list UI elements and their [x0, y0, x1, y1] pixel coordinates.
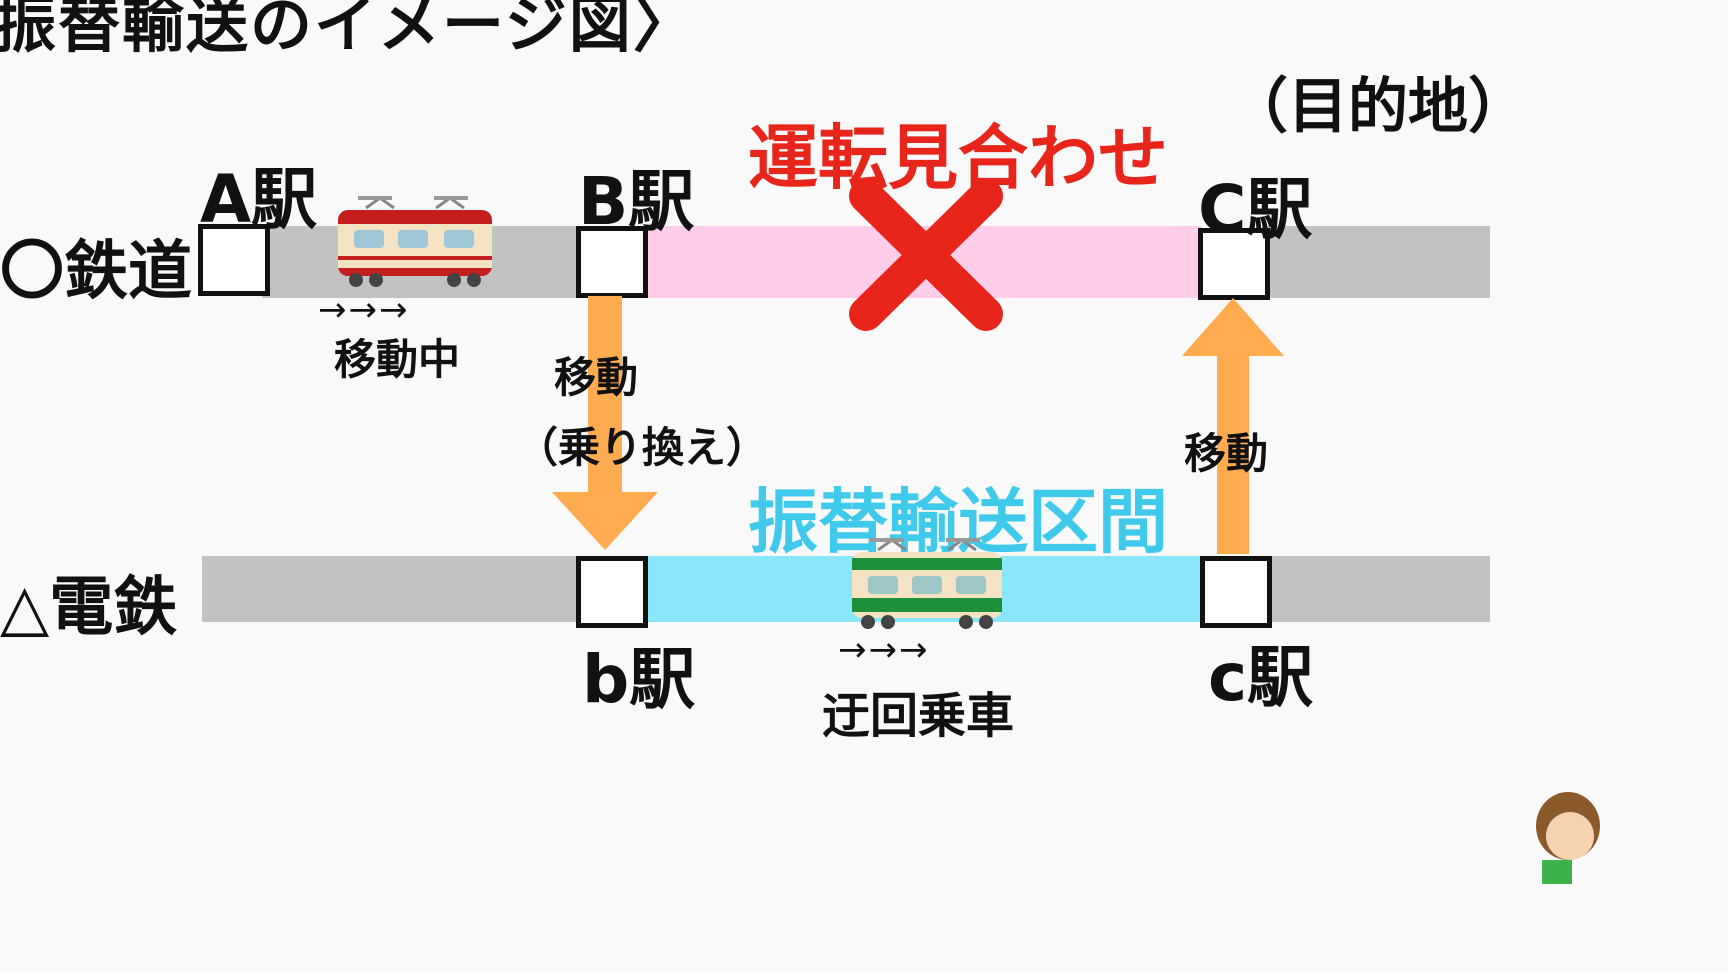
lower-track-after-c	[1262, 556, 1490, 622]
lower-train-arrows: →→→	[838, 630, 930, 670]
train-icon	[852, 538, 1002, 629]
character-illustration	[1536, 792, 1600, 884]
suspended-label: 運転見合わせ	[748, 117, 1168, 199]
station-c-lower-box	[1200, 556, 1272, 628]
upper-train-caption: 移動中	[334, 335, 461, 384]
station-c-label: C駅	[1198, 171, 1313, 248]
transfer-section-label: 振替輸送区間	[748, 481, 1168, 563]
station-b-box	[576, 226, 648, 298]
upper-line-name: 〇鉄道	[0, 235, 192, 309]
upper-track-after-c	[1262, 226, 1490, 298]
upper-train-arrows: →→→	[318, 290, 410, 330]
train-icon	[338, 196, 492, 287]
transfer-down-label-2: （乗り換え）	[516, 423, 769, 472]
station-b-lower-box	[576, 556, 648, 628]
station-a-label: A駅	[200, 161, 318, 238]
arrow-up-icon	[1182, 298, 1284, 554]
page-title: 振替輸送のイメージ図〉	[0, 0, 697, 61]
station-b-lower-label: b駅	[582, 641, 696, 718]
lower-line-name: △電鉄	[0, 571, 178, 645]
lower-track-before-b	[202, 556, 582, 622]
cross-icon	[849, 179, 1003, 331]
transfer-down-label-1: 移動	[554, 353, 639, 402]
transfer-up-label: 移動	[1184, 429, 1269, 478]
arrow-down-icon	[552, 296, 658, 550]
lower-train-caption: 迂回乗車	[822, 688, 1015, 744]
destination-note: （目的地）	[1228, 72, 1528, 142]
station-a-box	[198, 224, 270, 296]
station-c-box	[1198, 228, 1270, 300]
station-c-lower-label: c駅	[1208, 639, 1314, 716]
station-b-label: B駅	[578, 163, 695, 240]
